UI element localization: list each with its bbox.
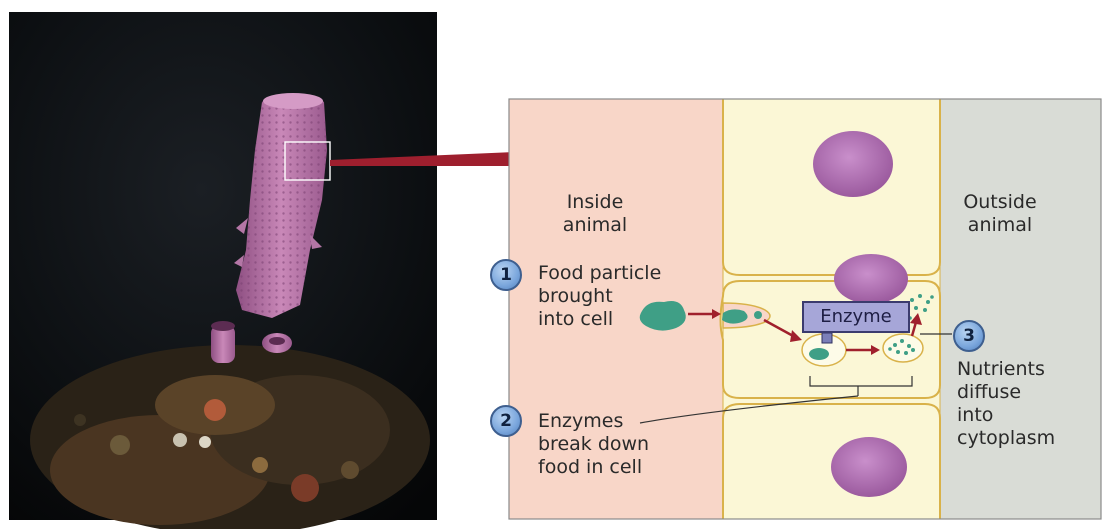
enzyme-molecule: [822, 333, 832, 343]
outside-animal-label: Outside animal: [945, 191, 1055, 237]
step-2-label: Enzymes break down food in cell: [538, 410, 649, 479]
enzyme-label-box: Enzyme: [802, 301, 910, 333]
step-3-label: Nutrients diffuse into cytoplasm: [957, 358, 1055, 450]
inside-animal-label: Inside animal: [540, 191, 650, 237]
nucleus-top: [813, 131, 893, 197]
step-1-label: Food particle brought into cell: [538, 262, 661, 331]
step-2-badge: 2: [490, 405, 522, 437]
step-3-badge: 3: [953, 320, 985, 352]
nucleus-bottom: [831, 437, 907, 497]
reef-rubble: [30, 345, 430, 529]
step-1-badge: 1: [490, 259, 522, 291]
food-particle-fragment: [754, 311, 762, 319]
vacuole-food: [809, 348, 829, 360]
nucleus-middle: [834, 254, 908, 304]
sponge-photo: [9, 12, 437, 529]
